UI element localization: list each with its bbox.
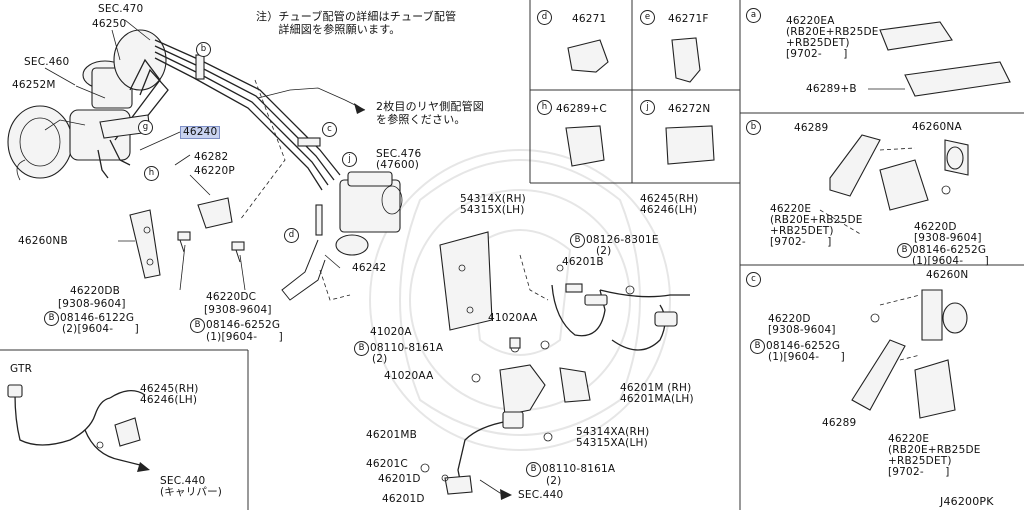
gtr-label-sec440[interactable]: SEC.440 (キャリパー) [160,475,223,498]
label-46220db-date: [9308-9604] [58,298,126,310]
label-46240[interactable]: 46240 [180,126,221,139]
inset-clip-parts [565,37,715,167]
label-54314x[interactable]: 54314X(RH) 54315X(LH) [460,193,526,216]
front-brake-hoses [420,231,690,500]
bolt-callout-icon: B [750,339,765,354]
label-46245-rh[interactable]: 46245(RH) 46246(LH) [640,193,699,216]
label-46260n[interactable]: 46260N [926,269,969,281]
label-46260na[interactable]: 46260NA [912,121,962,133]
box-e-part[interactable]: 46271F [668,13,709,25]
label-46252m[interactable]: 46252M [12,79,56,91]
label-46220dc-date: [9308-9604] [204,304,272,316]
label-46220db[interactable]: 46220DB [70,285,121,297]
label-08126-qty: (2) [596,245,612,257]
label-46220dc[interactable]: 46220DC [206,291,257,303]
label-54314xa[interactable]: 54314XA(RH) 54315XA(LH) [576,426,650,449]
bolt-callout-icon: B [190,318,205,333]
label-sec476[interactable]: SEC.476 (47600) [376,148,422,171]
box-h-part[interactable]: 46289+C [556,103,607,115]
label-08146-6252g-qty: (1)[9604- ] [206,331,283,343]
label-46242[interactable]: 46242 [352,262,387,274]
label-46220e-c[interactable]: 46220E (RB20E+RB25DE +RB25DET) [9702- ] [888,433,981,478]
label-08146-c-qty: (1)[9604- ] [768,351,845,363]
label-sec440[interactable]: SEC.440 [518,489,564,501]
callout-d-ref-icon: d [284,228,299,243]
label-46289-b[interactable]: 46289 [794,122,829,134]
dashed-guides [239,79,921,361]
label-46220d-b[interactable]: 46220D [9308-9604] [914,221,982,244]
leader-lines [44,19,369,291]
diagram-code: J46200PK [940,495,994,508]
callout-h-icon: h [537,100,552,115]
bolt-callout-icon: B [526,462,541,477]
label-46289-c[interactable]: 46289 [822,417,857,429]
abs-actuator [281,171,403,301]
callout-d-icon: d [537,10,552,25]
box-j-part[interactable]: 46272N [668,103,711,115]
label-46282[interactable]: 46282 [194,151,229,163]
label-08110-8161a-top[interactable]: 08110-8161A [370,342,444,354]
label-46250[interactable]: 46250 [92,18,127,30]
callout-c-ref-icon: c [322,122,337,137]
label-46201d-a[interactable]: 46201D [378,473,421,485]
left-brackets [99,114,245,279]
gtr-label-46245[interactable]: 46245(RH) 46246(LH) [140,383,199,406]
label-sec470[interactable]: SEC.470 [98,3,144,15]
label-46260nb[interactable]: 46260NB [18,235,68,247]
label-08146-6122g-qty: (2)[9604- ] [62,323,139,335]
label-46220p[interactable]: 46220P [194,165,235,177]
bolt-callout-icon: B [897,243,912,258]
brake-tube-bundle [97,39,341,191]
label-08146-b-qty: (1)[9604- ] [912,255,989,267]
callout-h-ref-icon: h [144,166,159,181]
gtr-hose [7,384,150,472]
callout-e-icon: e [640,10,655,25]
bolt-callout-icon: B [570,233,585,248]
label-08146-6252g[interactable]: 08146-6252G [206,319,281,331]
callout-c-icon: c [746,272,761,287]
callout-j-icon: j [640,100,655,115]
label-41020aa-top[interactable]: 41020AA [488,312,538,324]
label-46220ea[interactable]: 46220EA (RB20E+RB25DE +RB25DET) [9702- ] [786,15,879,60]
label-08146-6252g-b[interactable]: 08146-6252G [912,244,987,256]
callout-b-icon: b [746,120,761,135]
label-41020a[interactable]: 41020A [370,326,412,338]
clip-46289-section-b [829,134,969,211]
bolt-callout-icon: B [44,311,59,326]
label-sec460[interactable]: SEC.460 [24,56,70,68]
gtr-title: GTR [10,363,33,375]
label-08126-8301e[interactable]: 08126-8301E [586,234,659,246]
label-46201c[interactable]: 46201C [366,458,408,470]
label-41020aa-bottom[interactable]: 41020AA [384,370,434,382]
bolt-callout-icon: B [354,341,369,356]
label-08146-6122g[interactable]: 08146-6122G [60,312,135,324]
label-46201b[interactable]: 46201B [562,256,604,268]
label-46289b[interactable]: 46289+B [806,83,857,95]
label-08110-8161a-bottom[interactable]: 08110-8161A [542,463,616,475]
callout-j-ref-icon: j [342,152,357,167]
label-46201m[interactable]: 46201M (RH) 46201MA(LH) [620,382,694,405]
brake-booster [7,29,167,181]
clip-46220ea [868,21,1011,97]
rear-tube-note: 2枚目のリヤ側配管図 を参照ください。 [376,100,484,126]
rear-tube-arrow [257,87,366,114]
clip-46289-section-c [851,289,968,419]
label-46220e-b[interactable]: 46220E (RB20E+RB25DE +RB25DET) [9702- ] [770,203,863,248]
label-08110-top-qty: (2) [372,353,388,365]
label-46220d-c[interactable]: 46220D [9308-9604] [768,313,836,336]
tube-detail-note: 注）チューブ配管の詳細はチューブ配管 詳細図を参照願います。 [256,10,457,36]
callout-a-icon: a [746,8,761,23]
label-08110-bottom-qty: (2) [546,475,562,487]
label-46201d-b[interactable]: 46201D [382,493,425,505]
label-46201mb[interactable]: 46201MB [366,429,418,441]
label-08146-6252g-c[interactable]: 08146-6252G [766,340,841,352]
callout-b-ref-icon: b [196,42,211,57]
box-d-part[interactable]: 46271 [572,13,607,25]
callout-g-ref-icon: g [138,120,153,135]
